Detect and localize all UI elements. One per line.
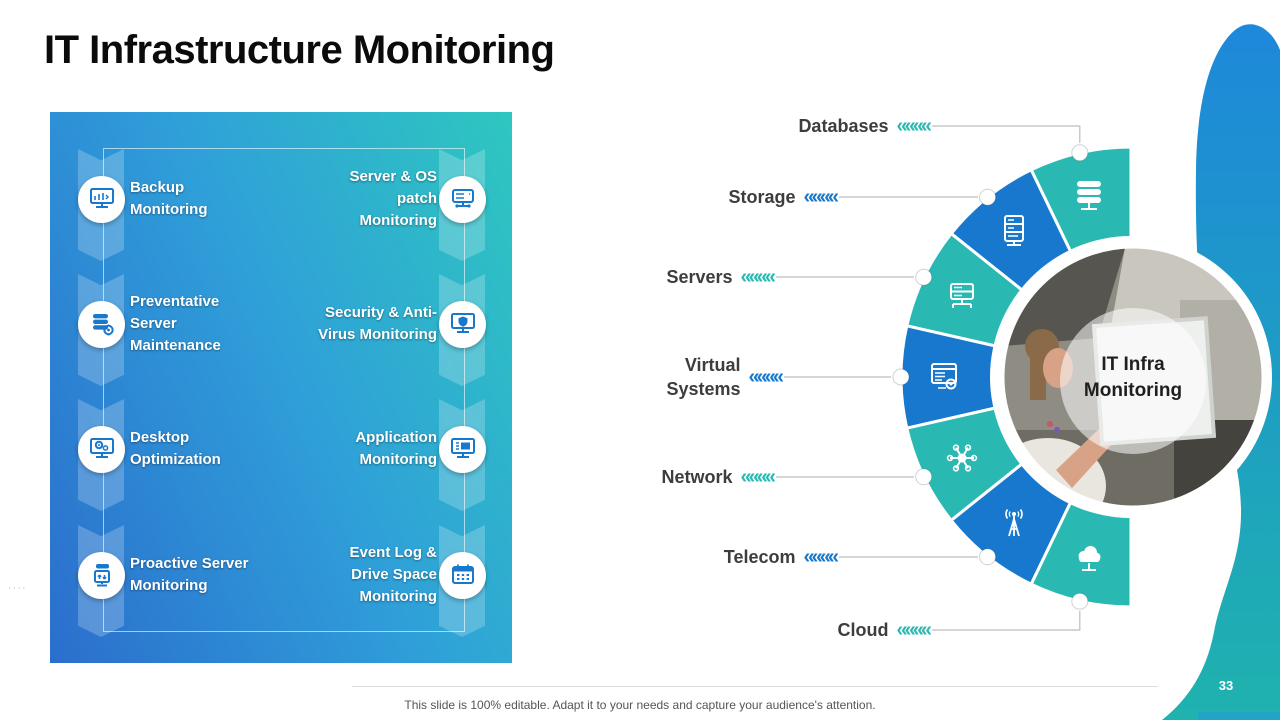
server-arrows-icon bbox=[78, 551, 125, 599]
center-photo bbox=[1004, 248, 1262, 506]
label-databases: Databases «««« bbox=[640, 112, 932, 140]
calendar-icon bbox=[439, 551, 486, 599]
label-servers: Servers «««« bbox=[500, 263, 776, 291]
app-monitor-icon bbox=[439, 425, 486, 473]
ring-markers bbox=[892, 144, 1089, 610]
leader-lines bbox=[776, 125, 1081, 631]
server-icon bbox=[950, 283, 974, 308]
shield-monitor-icon bbox=[439, 300, 486, 348]
chevron-marks-icon: «««« bbox=[740, 466, 776, 488]
virtual-system-icon bbox=[931, 363, 957, 390]
footer-divider bbox=[352, 686, 1158, 687]
panel-frame bbox=[103, 148, 465, 632]
chevron-marks-icon: «««« bbox=[803, 186, 839, 208]
chevron-marks-icon: «««« bbox=[803, 546, 839, 568]
database-icon bbox=[1077, 181, 1101, 210]
storage-rack-icon bbox=[1004, 215, 1024, 246]
label-cloud: Cloud «««« bbox=[640, 616, 932, 644]
chevron-marks-icon: «««« bbox=[896, 115, 932, 137]
label-network: Network «««« bbox=[500, 463, 776, 491]
backup-monitor-icon bbox=[78, 175, 125, 223]
panel-item-security-antivirus: Security & Anti-Virus Monitoring bbox=[318, 304, 437, 343]
gear-monitor-icon bbox=[78, 425, 125, 473]
server-patch-icon bbox=[439, 175, 486, 223]
telecom-antenna-icon bbox=[1005, 509, 1023, 537]
chevron-marks-icon: «««« bbox=[740, 266, 776, 288]
cloud-icon bbox=[1078, 546, 1101, 571]
label-virtual-systems: Virtual Systems «««« bbox=[520, 352, 784, 402]
watermark-dots: ···· bbox=[8, 582, 27, 594]
label-telecom: Telecom «««« bbox=[560, 543, 839, 571]
database-gear-icon bbox=[78, 300, 125, 348]
photo-border bbox=[999, 243, 1267, 511]
label-storage: Storage «««« bbox=[560, 183, 839, 211]
center-label: IT Infra Monitoring bbox=[1083, 354, 1183, 401]
chevron-marks-icon: «««« bbox=[748, 366, 784, 388]
footer-note: This slide is 100% editable. Adapt it to… bbox=[404, 698, 876, 712]
bottom-right-strip bbox=[1198, 712, 1280, 720]
page-title: IT Infrastructure Monitoring bbox=[44, 28, 555, 72]
page-number: 33 bbox=[1218, 678, 1234, 693]
chevron-marks-icon: «««« bbox=[896, 619, 932, 641]
network-hub-icon bbox=[946, 444, 978, 472]
